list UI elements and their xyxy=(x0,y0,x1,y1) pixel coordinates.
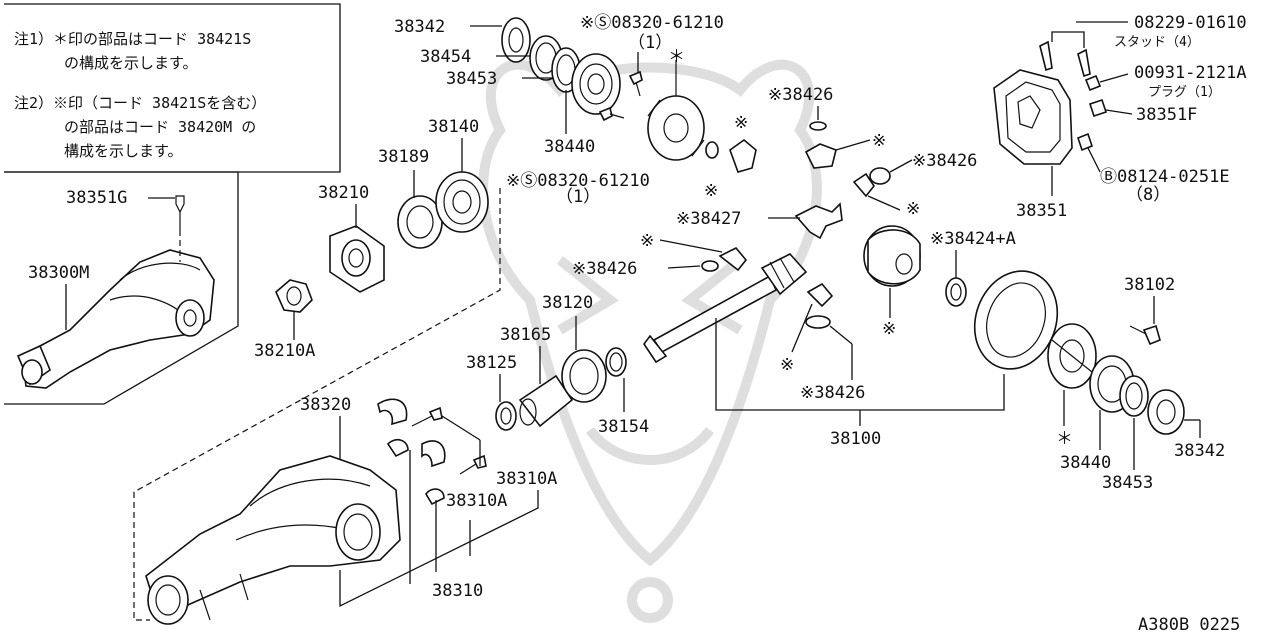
carrier-case-drawing xyxy=(145,455,401,625)
rear-cover-drawing xyxy=(993,40,1108,165)
label-38427: ※38427 xyxy=(676,209,741,229)
label-38440-top: 38440 xyxy=(544,137,595,157)
note-2-line-1: 注2）※印（コード 38421Sを含む） xyxy=(14,94,266,112)
watermark-emblem xyxy=(478,59,822,623)
label-38426-a: ※38426 xyxy=(768,85,833,105)
ref-mark-b: ※ xyxy=(704,181,718,201)
ref-mark-d: ※ xyxy=(906,199,920,219)
top-bearing-stack-drawing xyxy=(501,17,621,115)
guide-dashed-line xyxy=(133,188,501,621)
label-38351: 38351 xyxy=(1016,201,1067,221)
label-38426-b: ※38426 xyxy=(912,151,977,171)
note-1-line-2: の構成を示します。 xyxy=(64,54,198,72)
asterisk-mark-top: ＊ xyxy=(668,47,685,67)
label-38342-top: 38342 xyxy=(394,17,445,37)
label-38342-right: 38342 xyxy=(1174,441,1225,461)
right-bearing-stack-drawing xyxy=(1047,323,1185,435)
ref-mark-c: ※ xyxy=(872,131,886,151)
diagram-code: A380B 0225 xyxy=(1138,615,1240,635)
label-38424A: ※38424+A xyxy=(930,229,1016,249)
asterisk-mark-right: ＊ xyxy=(1056,429,1073,449)
label-38453-right: 38453 xyxy=(1102,473,1153,493)
note-2-line-3: 構成を示します。 xyxy=(64,142,183,160)
label-38300M: 38300M xyxy=(28,263,89,283)
label-38154: 38154 xyxy=(598,417,649,437)
part-38210-drawing xyxy=(329,225,385,293)
label-00931-sub: プラグ（1） xyxy=(1148,85,1221,100)
part-38210A-drawing xyxy=(275,279,313,313)
label-38320: 38320 xyxy=(300,395,351,415)
label-38120: 38120 xyxy=(542,293,593,313)
label-00931: 00931-2121A xyxy=(1134,63,1247,83)
label-08320-top-qty: （1） xyxy=(628,33,672,53)
bolt-08320-drawing xyxy=(598,70,643,122)
label-08320-mid: ※Ⓢ08320-61210 xyxy=(506,171,650,191)
label-38102: 38102 xyxy=(1124,275,1175,295)
bearing-caps-drawing xyxy=(377,398,487,506)
label-08229-sub: スタッド（4） xyxy=(1114,35,1200,50)
label-08320-top: ※Ⓢ08320-61210 xyxy=(580,13,724,33)
label-38351G: 38351G xyxy=(66,188,127,208)
label-38189: 38189 xyxy=(378,147,429,167)
label-38440-right: 38440 xyxy=(1060,453,1111,473)
ring-gear-drawing xyxy=(973,270,1059,370)
label-38310A-a: 38310A xyxy=(496,469,557,489)
label-38351F: 38351F xyxy=(1136,105,1197,125)
label-08320-mid-qty: （1） xyxy=(556,187,600,207)
ref-mark-a: ※ xyxy=(734,113,748,133)
label-38100: 38100 xyxy=(830,429,881,449)
ref-mark-g: ※ xyxy=(780,355,794,375)
label-08124-qty: （8） xyxy=(1126,185,1170,205)
pinion-bearing-parts-drawing xyxy=(495,347,627,431)
label-38140: 38140 xyxy=(428,117,479,137)
label-38426-d: ※38426 xyxy=(800,383,865,403)
label-08229: 08229-01610 xyxy=(1134,13,1247,33)
note-2-line-2: の部品はコード 38420M の xyxy=(64,118,256,136)
label-38165: 38165 xyxy=(500,325,551,345)
differential-assembly-drawing xyxy=(16,195,215,389)
label-38310A-b: 38310A xyxy=(446,491,507,511)
pinion-side-gears-drawing xyxy=(701,121,891,329)
label-08124: Ⓑ08124-0251E xyxy=(1100,167,1230,187)
label-38310: 38310 xyxy=(432,581,483,601)
ref-mark-e: ※ xyxy=(640,231,654,251)
label-38125: 38125 xyxy=(466,353,517,373)
label-38453-top: 38453 xyxy=(446,69,497,89)
drive-pinion-drawing xyxy=(643,253,808,364)
ref-mark-f: ※ xyxy=(882,319,896,339)
bracket-38310 xyxy=(339,490,539,608)
assembly-inset-border xyxy=(4,171,239,405)
part-38140-drawing xyxy=(435,171,489,233)
diff-case-half-drawing xyxy=(647,60,705,161)
note-1-line-1: 注1）＊印の部品はコード 38421S xyxy=(14,30,251,48)
label-38454: 38454 xyxy=(420,47,471,67)
label-38426-c: ※38426 xyxy=(572,259,637,279)
label-38210A: 38210A xyxy=(254,341,315,361)
differential-case-drawing xyxy=(863,225,967,307)
label-38210: 38210 xyxy=(318,183,369,203)
